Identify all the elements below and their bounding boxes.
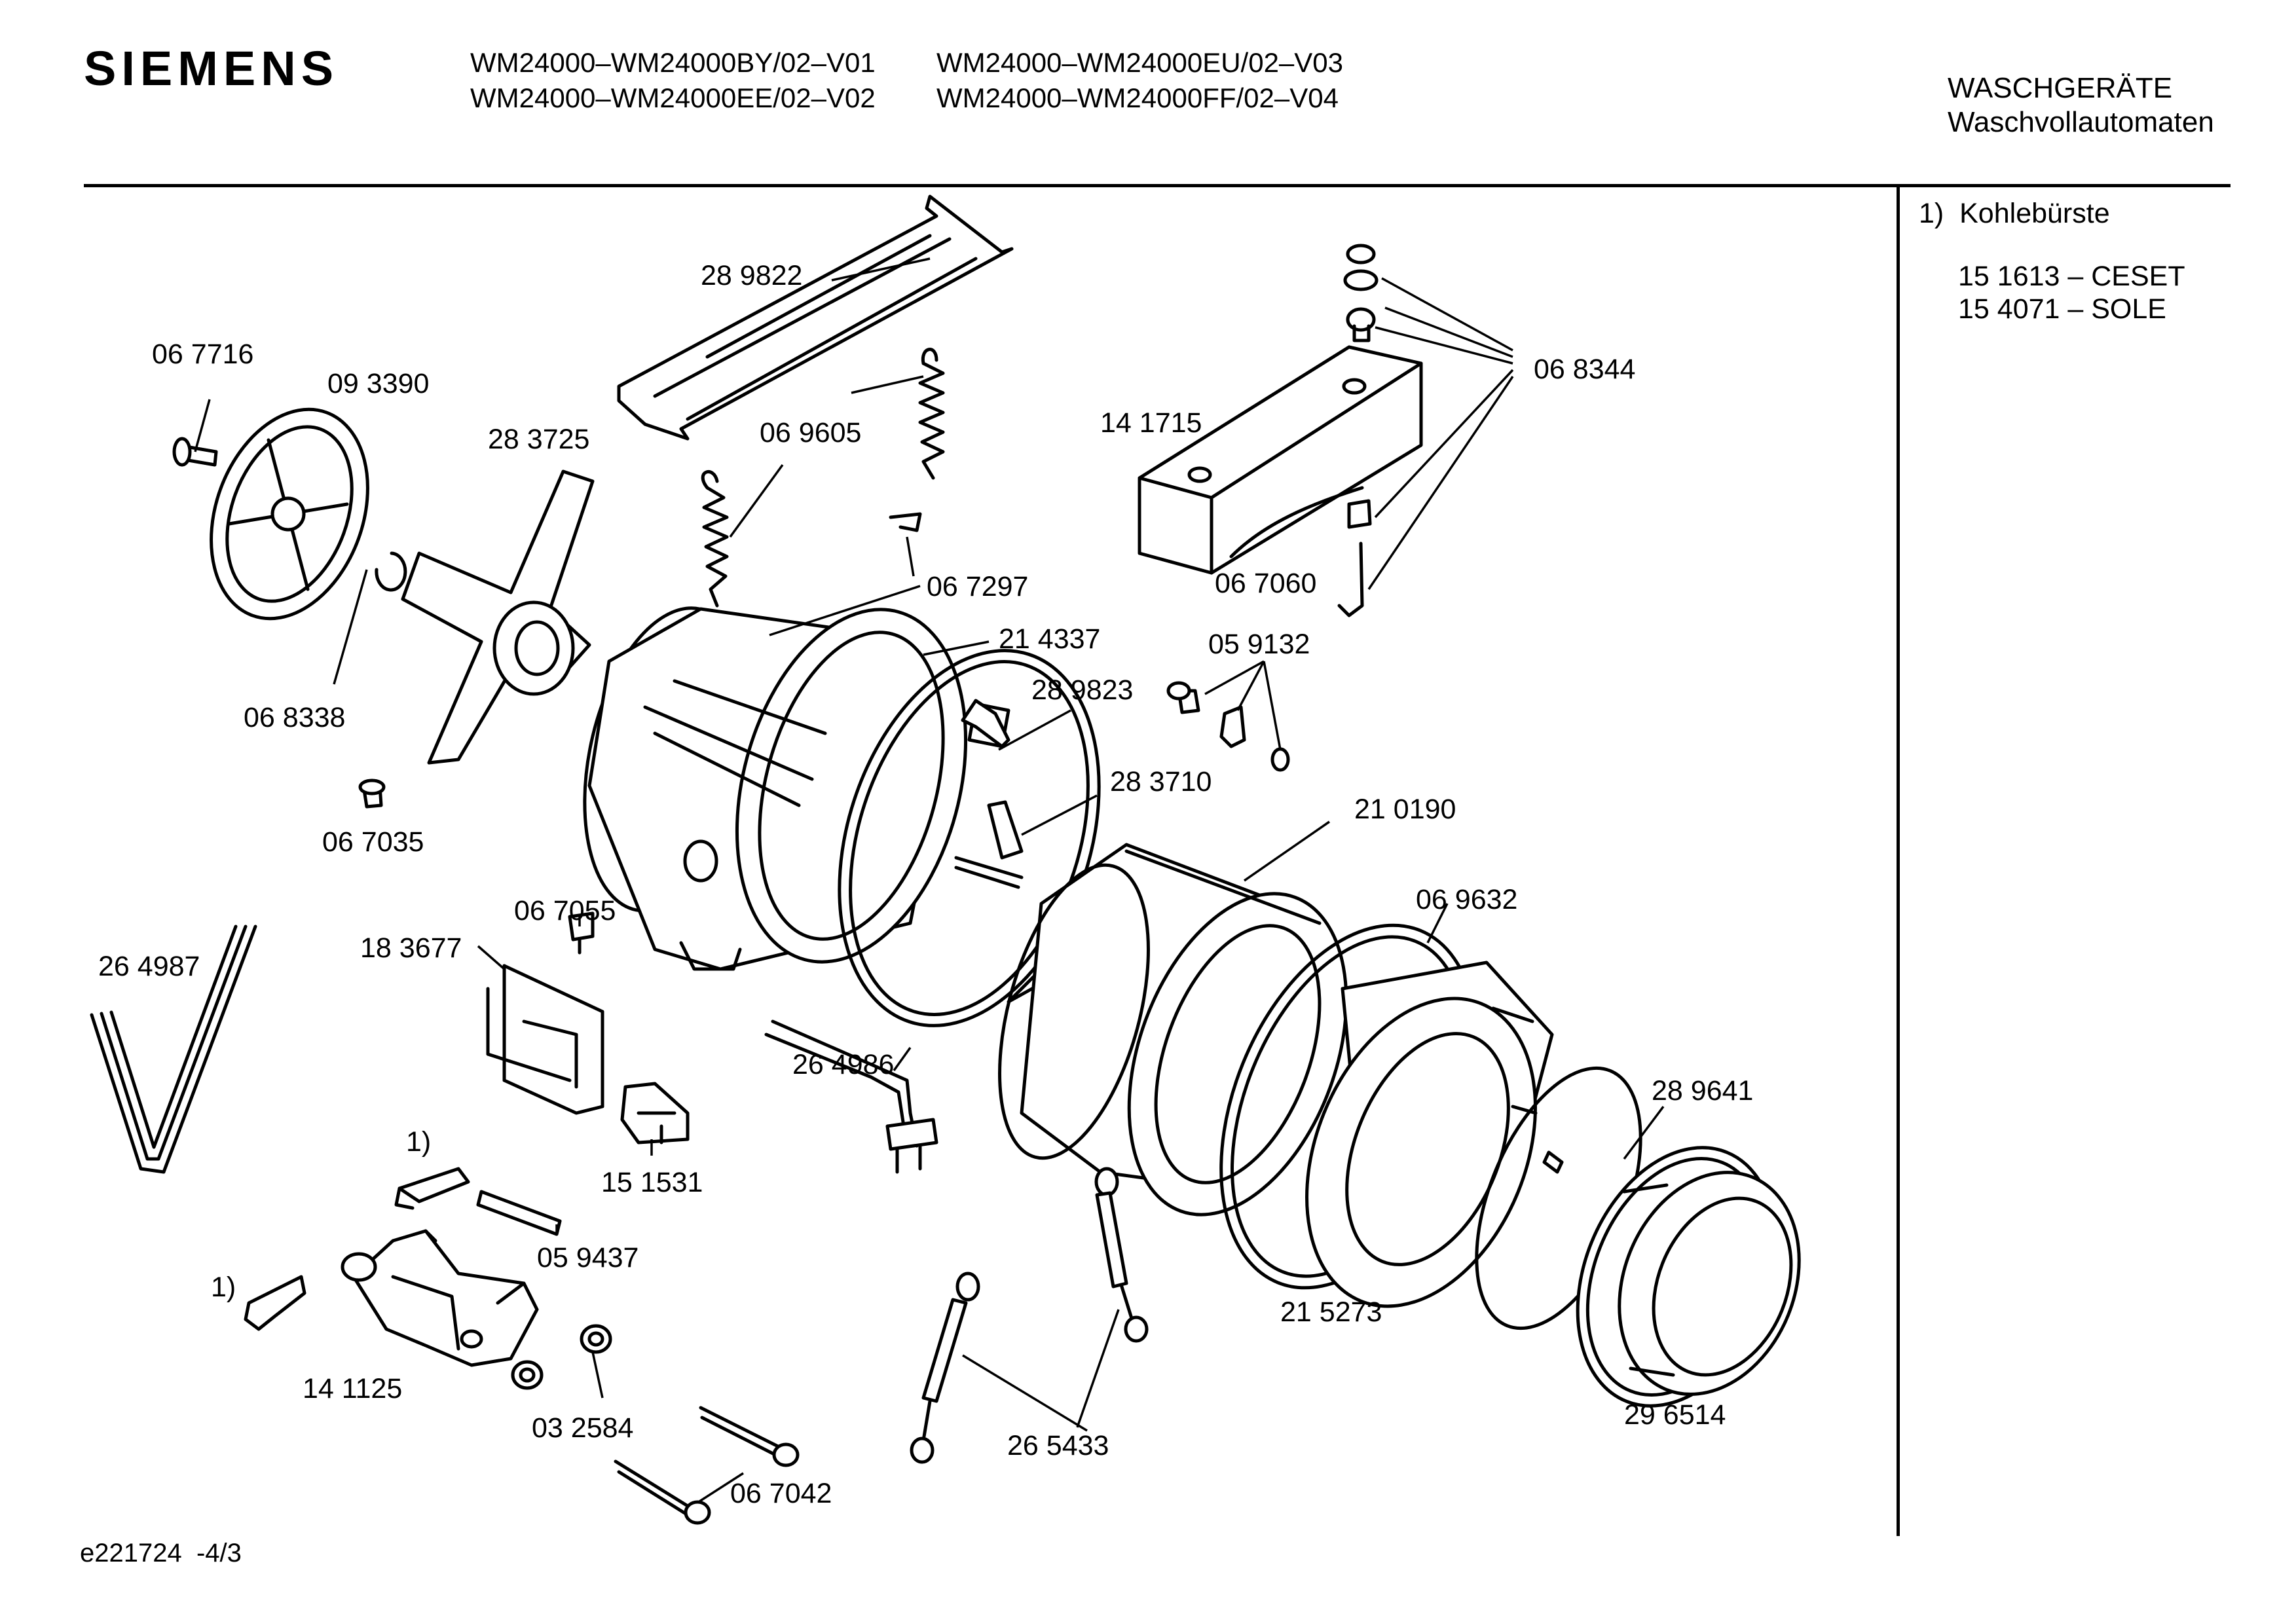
note-title: 1) Kohlebürste (1919, 198, 2110, 229)
tub-front-ring (1305, 961, 1554, 1308)
rubber-foot (511, 1324, 612, 1390)
part-number-label: 06 7055 (514, 895, 616, 926)
part-number-label: 05 9437 (537, 1242, 639, 1273)
fixing-nut (1343, 244, 1379, 342)
circlip (375, 551, 407, 592)
counterweight (1138, 345, 1423, 575)
cross-bracket (617, 194, 1014, 441)
part-number-label: 06 9605 (760, 417, 861, 449)
part-number-label: 14 1715 (1100, 407, 1202, 439)
electronic-module (486, 964, 604, 1115)
carbon-brush (394, 1167, 562, 1236)
spring-clip (889, 512, 922, 532)
part-callouts: 28 9822 06 7716 09 3390 28 3725 06 9605 14 17… (98, 260, 1753, 1509)
fixing-bolt (1337, 499, 1372, 617)
model-number: WM24000–WM24000EE/02–V02 (470, 82, 876, 113)
drawing-id: e221724 -4/3 (80, 1539, 242, 1567)
door-bellows (1576, 1146, 1801, 1408)
part-number-label: 09 3390 (327, 368, 429, 399)
drum-pulley (210, 407, 369, 621)
long-bolt (699, 1406, 800, 1467)
long-bolt (614, 1459, 711, 1525)
part-number-label: 06 9632 (1416, 884, 1517, 915)
part-number-label: 26 4986 (792, 1049, 894, 1080)
small-screw (358, 779, 386, 809)
drum-spider (401, 469, 595, 765)
header-divider (84, 184, 2231, 187)
part-number-label: 28 9822 (701, 260, 802, 291)
part-number-label: 06 8344 (1534, 354, 1635, 385)
category-title: WASCHGERÄTE (1948, 72, 2173, 104)
heating-element (764, 1019, 938, 1174)
leader-lines (194, 257, 1665, 1504)
part-number-label: 06 7297 (927, 571, 1028, 602)
part-number-label: 06 8338 (244, 702, 345, 733)
part-number-label: 1) (406, 1126, 431, 1158)
part-number-label: 06 7042 (730, 1478, 832, 1509)
part-number-label: 18 3677 (360, 932, 462, 964)
shock-absorber (1094, 1167, 1149, 1343)
connector-clip (620, 1082, 690, 1145)
sidebar-divider (1897, 184, 1900, 1536)
part-number-label: 21 4337 (999, 623, 1100, 655)
part-number-label: 26 5433 (1007, 1430, 1109, 1461)
model-number: WM24000–WM24000FF/02–V04 (936, 82, 1339, 113)
model-number: WM24000–WM24000BY/02–V01 (470, 47, 876, 78)
note-item: 15 1613 – CESET (1958, 261, 2185, 292)
drive-motor (341, 1229, 539, 1367)
part-number-label: 06 7035 (322, 826, 424, 858)
part-number-label: 21 5273 (1280, 1296, 1382, 1328)
part-number-label: 03 2584 (532, 1412, 633, 1444)
outer-tub-rear (583, 606, 968, 971)
part-number-label: 21 0190 (1354, 794, 1456, 825)
part-number-label: 1) (211, 1272, 236, 1303)
part-number-label: 06 7716 (152, 339, 253, 370)
carbon-brush (244, 1275, 306, 1331)
part-number-label: 05 9132 (1208, 629, 1310, 660)
model-number: WM24000–WM24000EU/02–V03 (936, 47, 1344, 78)
clamp-bracket (954, 699, 1024, 889)
part-number-label: 14 1125 (303, 1373, 402, 1404)
part-number-label: 26 4987 (98, 951, 200, 982)
module-screw (568, 911, 595, 955)
screw-set (1166, 681, 1290, 772)
part-number-label: 28 9823 (1031, 674, 1133, 706)
part-number-label: 28 9641 (1652, 1075, 1753, 1107)
suspension-spring (701, 470, 729, 608)
category-subtitle: Waschvollautomaten (1948, 106, 2214, 138)
note-item: 15 4071 – SOLE (1958, 293, 2166, 325)
pulley-bolt (172, 437, 218, 467)
part-number-label: 06 7060 (1215, 568, 1316, 599)
part-number-label: 28 3710 (1110, 766, 1212, 797)
part-number-label: 29 6514 (1624, 1399, 1726, 1431)
brand-logo: SIEMENS (84, 41, 339, 96)
outer-tub-front (998, 843, 1348, 1217)
drive-belt (90, 925, 257, 1174)
part-number-label: 15 1531 (601, 1167, 703, 1198)
part-number-label: 28 3725 (488, 424, 589, 455)
suspension-spring (918, 348, 945, 480)
shock-absorber (910, 1272, 980, 1464)
